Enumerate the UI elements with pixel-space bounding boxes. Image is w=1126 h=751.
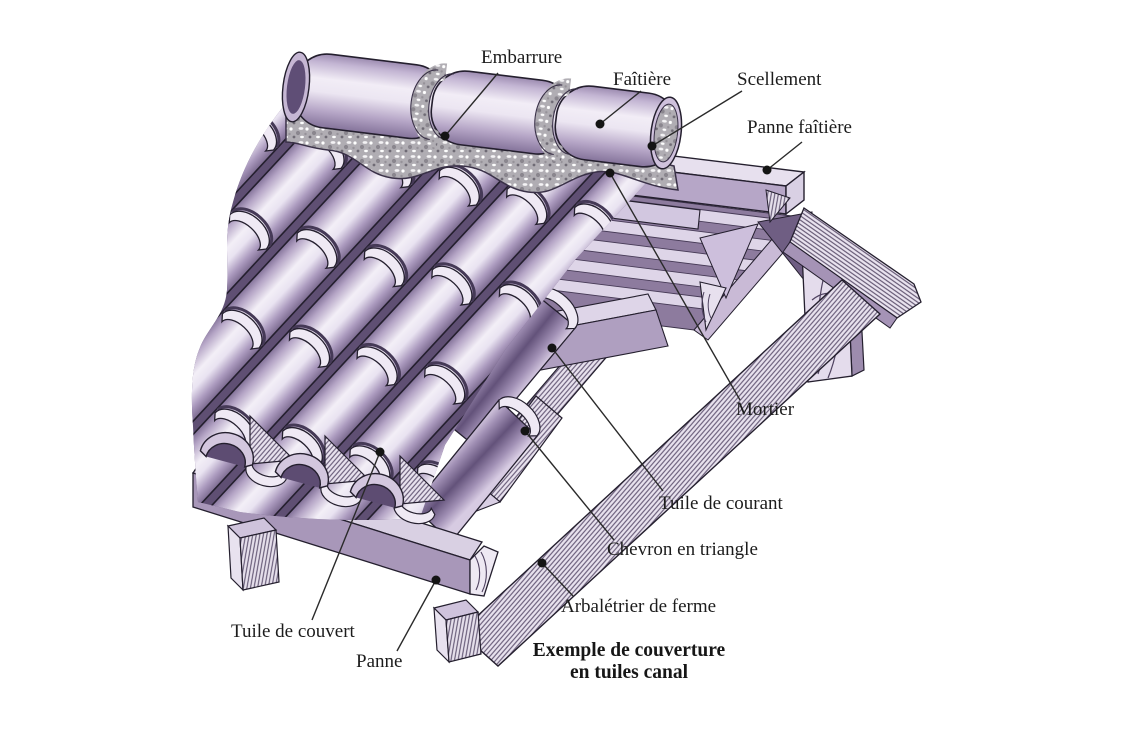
- eaves-chevron: [324, 434, 371, 485]
- endgrain-wedge: [699, 281, 727, 332]
- tile-course-joint: [8, 344, 62, 396]
- leader-chevron: [524, 430, 615, 541]
- leader-arbaletrier: [541, 562, 574, 597]
- tile-course-joint: [76, 362, 130, 414]
- arbaletrier-beam: [458, 279, 882, 667]
- tile-course-joint: [363, 244, 409, 288]
- leader-panne: [396, 579, 437, 652]
- eaves-tile-ends: [199, 414, 446, 525]
- leader-lines: [311, 72, 803, 652]
- leader-dots: [375, 119, 772, 585]
- leader-mortier: [609, 172, 741, 401]
- wall-post-left: [226, 517, 280, 592]
- leader-faitiere: [599, 90, 642, 125]
- cover-tile-end: [274, 452, 329, 489]
- label-chevron-en-triangle: Chevron en triangle: [607, 539, 758, 560]
- ridge-tile-1-end: [281, 51, 311, 123]
- tile-course-joint: [431, 262, 476, 306]
- label-arbaletrier-de-ferme: Arbalétrier de ferme: [561, 596, 717, 617]
- tile-course-joint: [191, 287, 199, 332]
- label-panne-faitiere: Panne faîtière: [747, 117, 852, 138]
- tile-course-joint: [356, 342, 401, 387]
- eaves-chevron: [249, 414, 296, 465]
- label-mortier: Mortier: [736, 399, 795, 420]
- cover-tile-barrel: [191, 76, 432, 520]
- cover-tile-end: [199, 431, 254, 468]
- tile-course-joint: [296, 225, 341, 270]
- label-embarrure: Embarrure: [481, 47, 563, 68]
- label-panne: Panne: [356, 651, 403, 672]
- loose-under-tiles: [412, 287, 579, 543]
- label-scellement: Scellement: [737, 69, 822, 90]
- ridge-tile-3-end-sealed: [649, 96, 683, 170]
- caption-line-2: en tuiles canal: [569, 662, 689, 684]
- label-tuile-de-courant: Tuile de courant: [659, 493, 783, 514]
- tile-course-joint: [423, 361, 469, 405]
- tile-course-joint: [221, 306, 266, 350]
- cover-tile-end: [349, 472, 404, 509]
- mortar-collar-1: [410, 63, 454, 148]
- eaves-chevron: [399, 454, 446, 505]
- caption-line-1: Exemple de couverture: [532, 640, 726, 661]
- leader-panne-faitiere: [766, 141, 803, 171]
- leader-embarrure: [444, 72, 499, 137]
- tile-course-joint: [228, 207, 274, 251]
- label-tuile-de-couvert: Tuile de couvert: [231, 621, 355, 642]
- leader-tuile-de-couvert: [311, 451, 381, 621]
- under-tile-end: [393, 498, 436, 525]
- figure-caption: Exemple de couverture en tuiles canal: [494, 640, 764, 684]
- tile-course-joint: [83, 263, 137, 315]
- tile-course-joint: [191, 188, 206, 233]
- tile-course-joint: [144, 381, 198, 433]
- purlin-end-wedge: [765, 189, 791, 224]
- ridge-assembly: [281, 51, 683, 194]
- leader-tuile-de-courant: [551, 347, 664, 492]
- leader-scellement: [651, 90, 743, 147]
- label-faitiere: Faîtière: [613, 69, 672, 90]
- purlin-endgrain-rings: [474, 551, 487, 593]
- tile-course-joint: [288, 324, 334, 369]
- mortar-collar-2: [534, 78, 578, 163]
- wall-post-right: [432, 599, 482, 664]
